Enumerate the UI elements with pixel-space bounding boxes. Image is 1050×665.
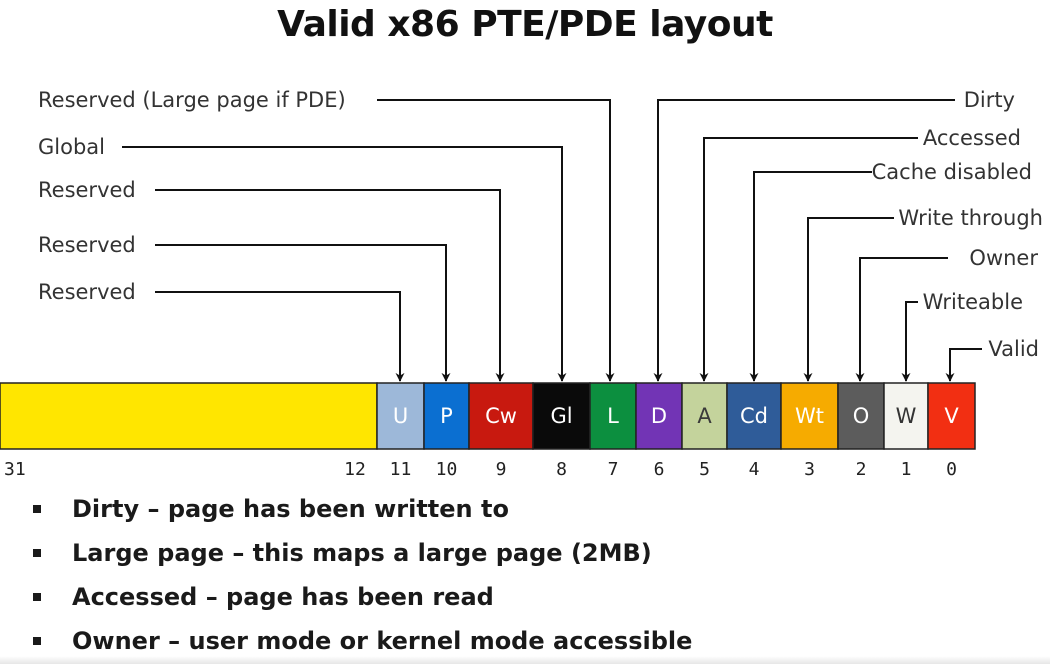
bit-field-3: Wt — [780, 382, 839, 450]
label-right-7: Valid — [988, 337, 1039, 361]
bit-letter-7: L — [607, 404, 619, 428]
bit-box-0 — [927, 382, 976, 450]
connector-bit-6 — [653, 99, 955, 382]
bullet-list: Dirty – page has been written to Large pa… — [30, 489, 692, 665]
connector-bit-11 — [155, 291, 405, 382]
label-left-2: Global — [38, 135, 105, 159]
bit-number-6: 6 — [654, 459, 665, 480]
connector-bit-7 — [377, 99, 615, 382]
bit-box-2 — [837, 382, 885, 450]
field-labels: Reserved (Large page if PDE) GlobalReserv… — [38, 88, 1043, 361]
bit-field-5: A — [681, 382, 728, 450]
connector-bit-4 — [749, 171, 872, 382]
bullet-text: Owner – user mode or kernel mode accessi… — [72, 627, 693, 655]
bit-field-2: O — [837, 382, 885, 450]
bullet-text: Dirty – page has been written to — [72, 495, 509, 523]
bit-box-3 — [780, 382, 839, 450]
bit-number-0: 0 — [946, 459, 957, 480]
bit-number-8: 8 — [556, 459, 567, 480]
bit-number-10: 10 — [436, 459, 458, 480]
bit-number-5: 5 — [699, 459, 710, 480]
connector-bit-9 — [155, 189, 505, 382]
bullet-item: Accessed – page has been read — [30, 577, 692, 621]
label-right-2: Accessed — [923, 126, 1021, 150]
label-left-5: Reserved — [38, 280, 136, 304]
bottom-edge — [0, 656, 1050, 664]
label-right-6: Writeable — [923, 290, 1023, 314]
bullet-text: Accessed – page has been read — [72, 583, 494, 611]
bit-box-11 — [376, 382, 425, 450]
bit-field-6: D — [635, 382, 683, 450]
bit-number-3: 3 — [804, 459, 815, 480]
bit-field-8: Gl — [532, 382, 591, 450]
connector-bit-10 — [155, 244, 451, 382]
bit-letter-10: P — [440, 404, 453, 428]
bit-letter-2: O — [853, 404, 870, 428]
bullet-square-icon — [33, 505, 41, 513]
bullet-square-icon — [33, 593, 41, 601]
bit-box-6 — [635, 382, 683, 450]
bit-field-bar: U P Cw Gl L D A Cd Wt O W V — [0, 382, 976, 450]
bit-field-9: Cw — [468, 382, 534, 450]
bit-letter-1: W — [896, 404, 917, 428]
connector-bit-8 — [122, 146, 567, 382]
bit-field-7: L — [589, 382, 637, 450]
bit-letter-4: Cd — [740, 404, 768, 428]
label-right-5: Owner — [969, 246, 1038, 270]
connector-bit-1 — [901, 301, 918, 382]
bit-number-2: 2 — [856, 459, 867, 480]
bit-number-4: 4 — [749, 459, 760, 480]
bit-field-0: V — [927, 382, 976, 450]
bit-letter-0: V — [944, 404, 959, 428]
bit-field-10: P — [423, 382, 470, 450]
label-left-3: Reserved — [38, 178, 136, 202]
label-right-1: Dirty — [964, 88, 1015, 112]
connector-lines — [122, 99, 982, 382]
bit-field-1: W — [883, 382, 929, 450]
bit-box-5 — [681, 382, 728, 450]
bit-box-8 — [532, 382, 591, 450]
bit-number-1: 1 — [901, 459, 912, 480]
connector-bit-5 — [699, 137, 918, 382]
label-right-3: Cache disabled — [872, 160, 1032, 184]
bit-box-9 — [468, 382, 534, 450]
bit-letter-6: D — [651, 404, 667, 428]
bit-letter-5: A — [697, 404, 712, 428]
bit-letter-9: Cw — [485, 404, 517, 428]
pfn-field — [0, 382, 378, 450]
bullet-item: Large page – this maps a large page (2MB… — [30, 533, 692, 577]
bit-letter-3: Wt — [795, 404, 824, 428]
bit-box-7 — [589, 382, 637, 450]
bit-box-4 — [726, 382, 782, 450]
bit-field-11: U — [376, 382, 425, 450]
page-title: Valid x86 PTE/PDE layout — [277, 4, 773, 45]
bullet-item: Dirty – page has been written to — [30, 489, 692, 533]
bit-box-10 — [423, 382, 470, 450]
bit-number-9: 9 — [496, 459, 507, 480]
bit-number-12: 12 — [344, 459, 366, 480]
bullet-square-icon — [33, 637, 41, 645]
bit-number-11: 11 — [390, 459, 412, 480]
bit-number-7: 7 — [608, 459, 619, 480]
connector-bit-3 — [803, 217, 894, 382]
bit-number-31: 31 — [4, 459, 26, 480]
connector-bit-0 — [945, 348, 982, 382]
bullet-item: Owner – user mode or kernel mode accessi… — [30, 621, 692, 665]
bit-field-4: Cd — [726, 382, 782, 450]
bullet-square-icon — [33, 549, 41, 557]
connector-bit-2 — [855, 257, 948, 382]
label-left-1: Reserved (Large page if PDE) — [38, 88, 346, 112]
label-left-4: Reserved — [38, 233, 136, 257]
label-right-4: Write through — [898, 206, 1043, 230]
bit-letter-11: U — [393, 404, 408, 428]
bullet-text: Large page – this maps a large page (2MB… — [72, 539, 652, 567]
bit-letter-8: Gl — [550, 404, 572, 428]
